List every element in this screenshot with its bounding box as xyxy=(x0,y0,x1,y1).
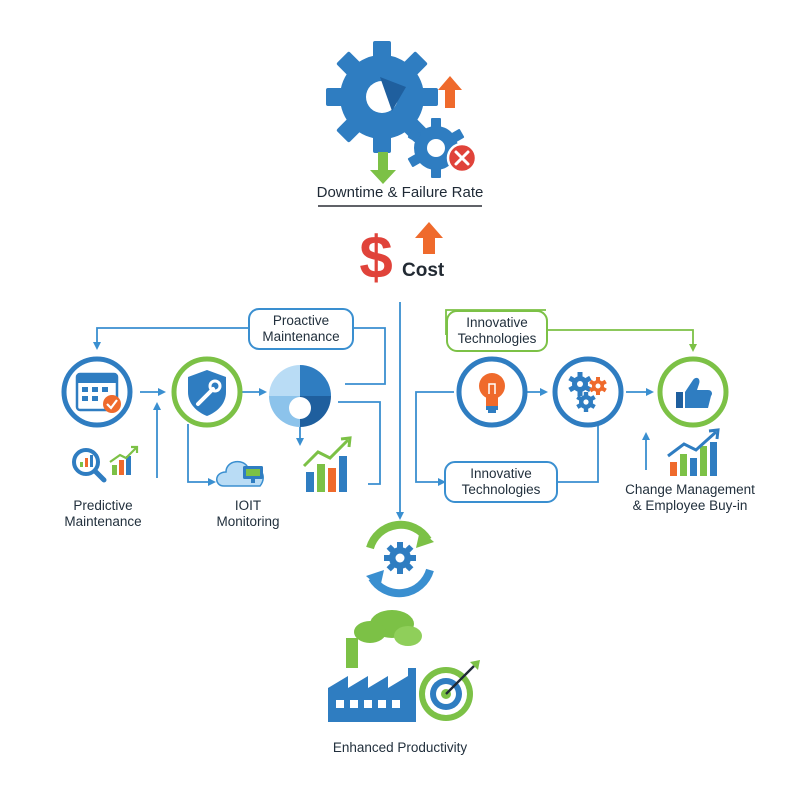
downtime-label: Downtime & Failure Rate xyxy=(316,184,484,201)
dollar-icon: $ xyxy=(359,224,392,291)
growth-chart-icon xyxy=(302,436,352,492)
proactive-maintenance-box: Proactive Maintenance xyxy=(248,308,354,350)
growth-chart-icon xyxy=(667,428,720,476)
calendar-check-icon xyxy=(61,356,133,428)
cycle-gear-icon xyxy=(366,520,434,598)
magnifier-chart-icon xyxy=(72,448,107,483)
cogs-icon xyxy=(552,356,624,428)
shield-wrench-icon xyxy=(171,356,243,428)
innovative-technologies-bottom-box: Innovative Technologies xyxy=(444,461,558,503)
cloud-monitor-icon xyxy=(216,460,264,487)
enhanced-productivity-label: Enhanced Productivity xyxy=(332,740,468,755)
error-x-icon xyxy=(446,142,478,174)
innovative-technologies-top-box: Innovative Technologies xyxy=(446,310,548,352)
factory-icon xyxy=(328,610,422,722)
down-arrow-icon xyxy=(370,152,396,184)
predictive-maintenance-label: Predictive Maintenance xyxy=(64,498,142,529)
lightbulb-icon xyxy=(456,356,528,428)
cost-label: Cost xyxy=(402,260,445,281)
iot-monitoring-label: IOIT Monitoring xyxy=(216,498,280,529)
pie-chart-icon xyxy=(269,365,331,427)
change-management-label: Change Management & Employee Buy-in xyxy=(625,482,755,513)
up-arrow-icon xyxy=(415,222,443,254)
target-icon xyxy=(419,660,480,721)
svg-text:$: $ xyxy=(359,224,392,291)
growth-chart-icon xyxy=(109,445,139,475)
thumbs-up-icon xyxy=(657,356,729,428)
up-arrow-icon xyxy=(438,76,462,108)
gears-icon xyxy=(326,41,465,178)
